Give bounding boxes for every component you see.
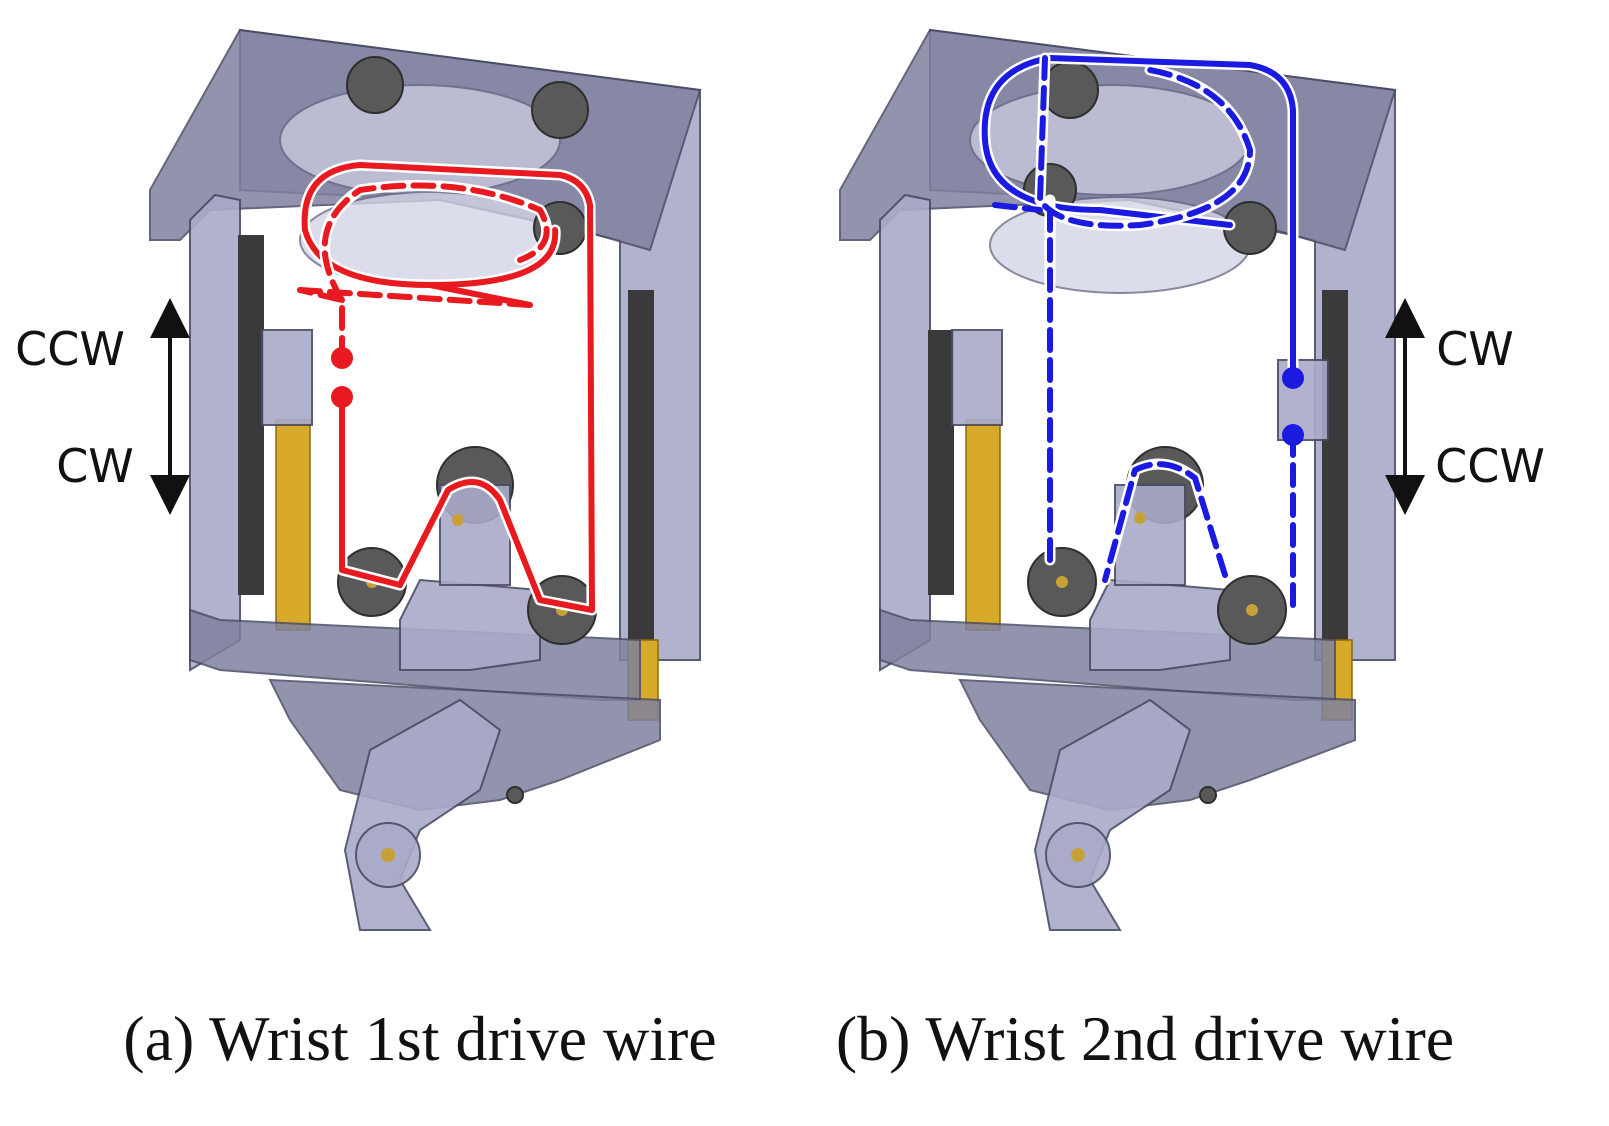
side-bearing bbox=[1199, 786, 1217, 804]
left-rail bbox=[238, 235, 264, 595]
wire-anchor-upper bbox=[1282, 367, 1304, 389]
top-roller bbox=[1041, 61, 1099, 119]
top-roller bbox=[531, 81, 589, 139]
wire-solid bbox=[981, 55, 1296, 381]
direction-label-up: CCW bbox=[15, 322, 125, 376]
panel-a-wrist-1st-drive-wire: CCW CW (a) Wrist 1st drive wire bbox=[15, 28, 717, 1074]
top-disk bbox=[969, 84, 1251, 196]
wire-dashed-left bbox=[992, 202, 1043, 213]
direction-label-down: CCW bbox=[1435, 439, 1545, 493]
wire-solid bbox=[301, 162, 595, 613]
side-bearing bbox=[506, 786, 524, 804]
left-rod bbox=[275, 419, 311, 631]
direction-label-down: CW bbox=[56, 439, 134, 493]
top-roller bbox=[346, 56, 404, 114]
left-rail bbox=[928, 330, 954, 595]
wire-b bbox=[979, 52, 1304, 616]
bearing bbox=[452, 514, 464, 526]
panel-b-wrist-2nd-drive-wire: CW CCW (b) Wrist 2nd drive wire bbox=[836, 28, 1545, 1074]
direction-label-up: CW bbox=[1436, 322, 1514, 376]
direction-indicator-b: CW CCW bbox=[1385, 298, 1545, 515]
bearing bbox=[381, 848, 395, 862]
wire-anchor-lower bbox=[1282, 424, 1304, 446]
direction-indicator-a: CCW CW bbox=[15, 298, 190, 515]
wire-dashed-left bbox=[297, 287, 533, 308]
wire-a bbox=[294, 159, 598, 616]
caption-a: (a) Wrist 1st drive wire bbox=[123, 1003, 716, 1074]
right-rail bbox=[628, 290, 654, 640]
bearing bbox=[1246, 604, 1258, 616]
left-rod bbox=[965, 419, 1001, 631]
center-bridge bbox=[1089, 578, 1231, 671]
bearing bbox=[1134, 512, 1146, 524]
bearing bbox=[1071, 848, 1085, 862]
wire-anchor-lower bbox=[331, 386, 353, 408]
right-rail bbox=[1322, 290, 1348, 640]
left-carriage bbox=[951, 329, 1003, 426]
wire-dashed bbox=[1037, 55, 1296, 613]
left-carriage bbox=[261, 329, 313, 426]
wire-anchor-upper bbox=[331, 347, 353, 369]
caption-b: (b) Wrist 2nd drive wire bbox=[836, 1003, 1454, 1074]
center-bridge bbox=[399, 578, 541, 671]
wire-dashed bbox=[297, 182, 550, 361]
mechanism-b bbox=[839, 28, 1397, 931]
left-wall bbox=[879, 193, 931, 672]
left-wall bbox=[189, 193, 241, 672]
bearing bbox=[1056, 576, 1068, 588]
